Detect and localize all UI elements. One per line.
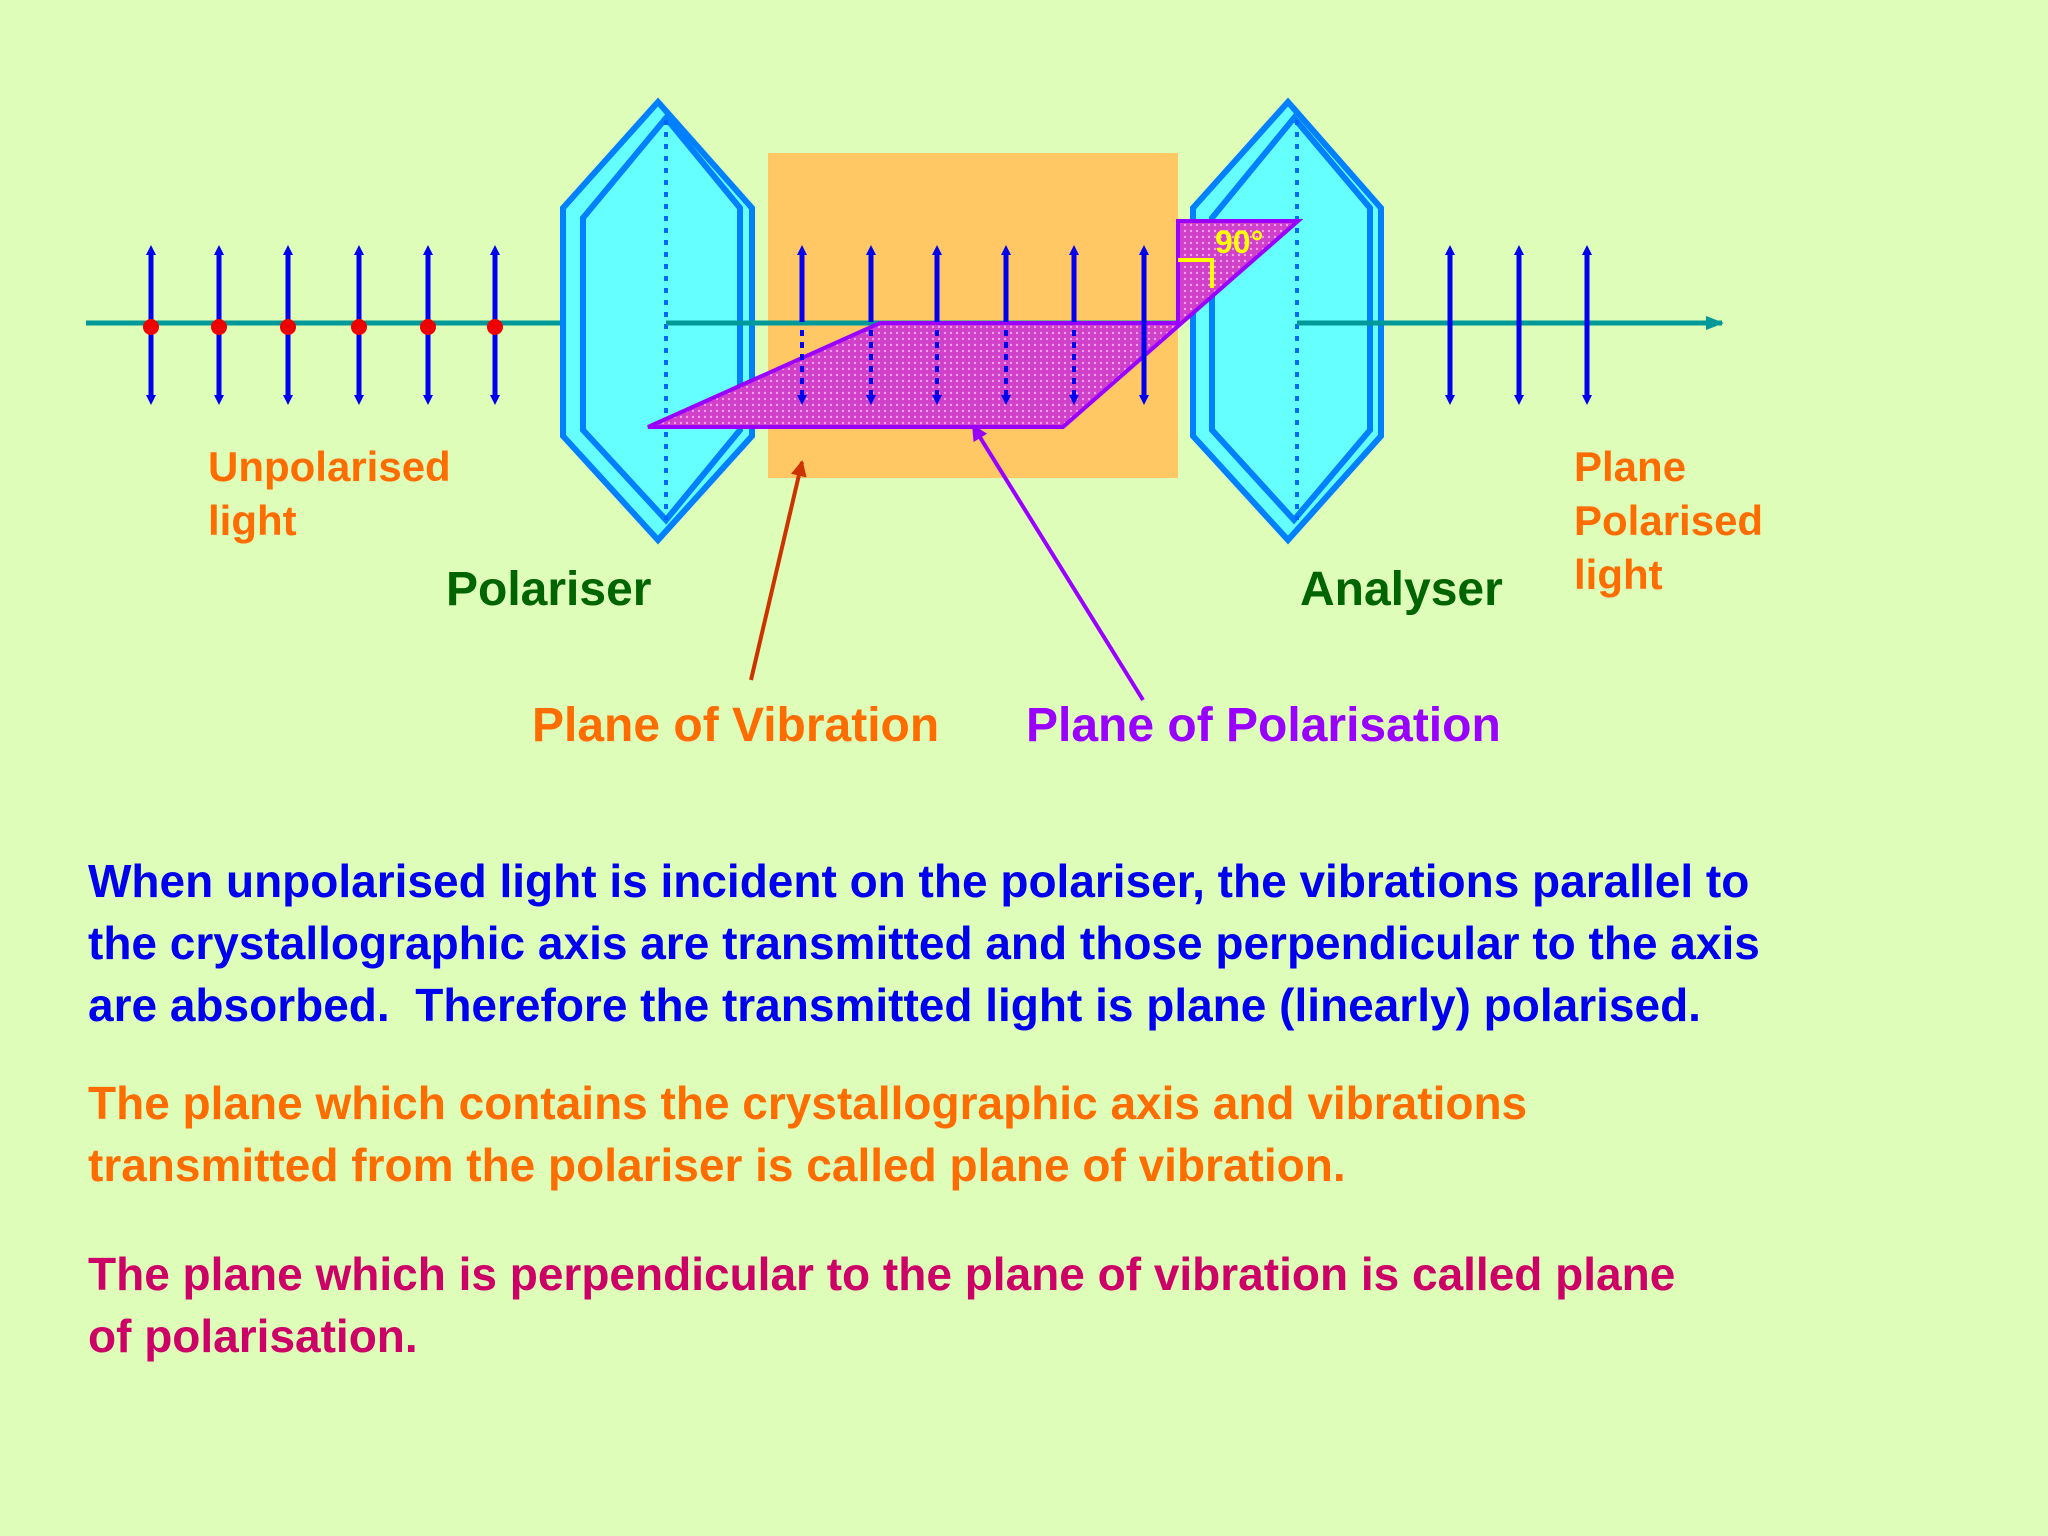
unpolarised-vibrations [143, 245, 503, 405]
analyser-crystal [1190, 97, 1384, 545]
angle-label: 90° [1215, 224, 1263, 260]
polarisation-pointer-arrow [971, 424, 1145, 702]
vibration-dot [487, 319, 503, 335]
analyser-label: Analyser [1300, 563, 1503, 616]
polarisation-diagram: 90° [86, 97, 1724, 702]
right-angle-mark [1178, 258, 1214, 288]
plane-of-polarisation-shape [647, 219, 1304, 429]
transmitted-vibrations [797, 245, 1149, 405]
plane-of-polarisation-label: Plane of Polarisation [1026, 699, 1501, 752]
vibration-dot [280, 319, 296, 335]
polariser-crystal [560, 97, 755, 545]
vibration-dot [211, 319, 227, 335]
explanation-paragraph-1: When unpolarised light is incident on th… [88, 855, 1760, 1031]
vibration-dot [351, 319, 367, 335]
plane-of-vibration-label: Plane of Vibration [532, 699, 940, 752]
polariser-label: Polariser [446, 563, 652, 616]
vibration-pointer-arrow [749, 460, 807, 681]
unpolarised-light-label: Unpolarised light [208, 443, 451, 544]
plane-polarised-light-label: Plane Polarised light [1574, 443, 1764, 598]
explanation-paragraph-2: The plane which contains the crystallogr… [88, 1077, 1528, 1191]
plane-polarised-vibrations [1445, 245, 1592, 405]
explanation-paragraph-3: The plane which is perpendicular to the … [88, 1248, 1676, 1362]
vibration-dot [143, 319, 159, 335]
vibration-dot [420, 319, 436, 335]
